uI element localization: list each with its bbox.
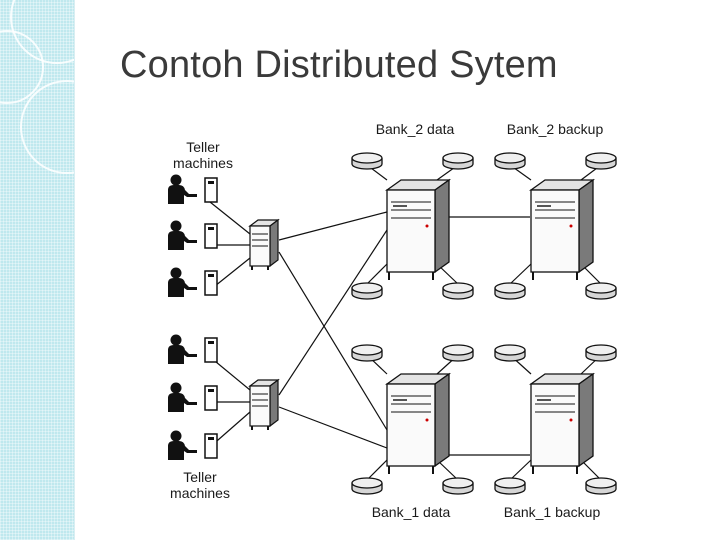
sidebar-decoration bbox=[0, 0, 114, 540]
teller-bottom-label-line1: Teller bbox=[183, 469, 217, 485]
disk-icon bbox=[494, 344, 526, 362]
bank1-backup-label: Bank_1 backup bbox=[504, 504, 601, 520]
disk-icon bbox=[351, 477, 383, 495]
bank2-data-server bbox=[386, 179, 450, 281]
disk-icon bbox=[585, 477, 617, 495]
disk-icon bbox=[585, 152, 617, 170]
teller-top-label-line1: Teller bbox=[186, 139, 220, 155]
disk-icon bbox=[351, 344, 383, 362]
slide-title: Contoh Distributed Sytem bbox=[120, 44, 558, 86]
decorative-circle bbox=[20, 80, 114, 174]
teller-top-label-line2: machines bbox=[173, 155, 233, 171]
bank2-backup-label: Bank_2 backup bbox=[507, 121, 604, 137]
disk-icon bbox=[351, 282, 383, 300]
sidebar-divider bbox=[74, 0, 75, 540]
disk-icon bbox=[442, 282, 474, 300]
teller-server-top bbox=[249, 219, 279, 271]
disk-icon bbox=[442, 152, 474, 170]
teller-station-6 bbox=[168, 430, 218, 460]
disk-icon bbox=[442, 477, 474, 495]
teller-station-1 bbox=[168, 174, 218, 204]
teller-station-2 bbox=[168, 220, 218, 250]
disk-icon bbox=[494, 477, 526, 495]
teller-station-5 bbox=[168, 382, 218, 412]
disk-icon bbox=[351, 152, 383, 170]
disk-icon bbox=[494, 152, 526, 170]
teller-station-3 bbox=[168, 267, 218, 297]
teller-server-bottom bbox=[249, 379, 279, 431]
disk-icon bbox=[585, 344, 617, 362]
bank2-backup-server bbox=[530, 179, 594, 281]
bank1-data-label: Bank_1 data bbox=[372, 504, 451, 520]
disk-icon bbox=[585, 282, 617, 300]
bank1-backup-server bbox=[530, 373, 594, 475]
disk-icon bbox=[494, 282, 526, 300]
bank2-data-label: Bank_2 data bbox=[376, 121, 455, 137]
bank1-data-server bbox=[386, 373, 450, 475]
disk-icon bbox=[442, 344, 474, 362]
teller-station-4 bbox=[168, 334, 218, 364]
teller-bottom-label-line2: machines bbox=[170, 485, 230, 501]
distributed-system-diagram: Teller machines Teller machines Bank_2 d… bbox=[168, 121, 617, 520]
